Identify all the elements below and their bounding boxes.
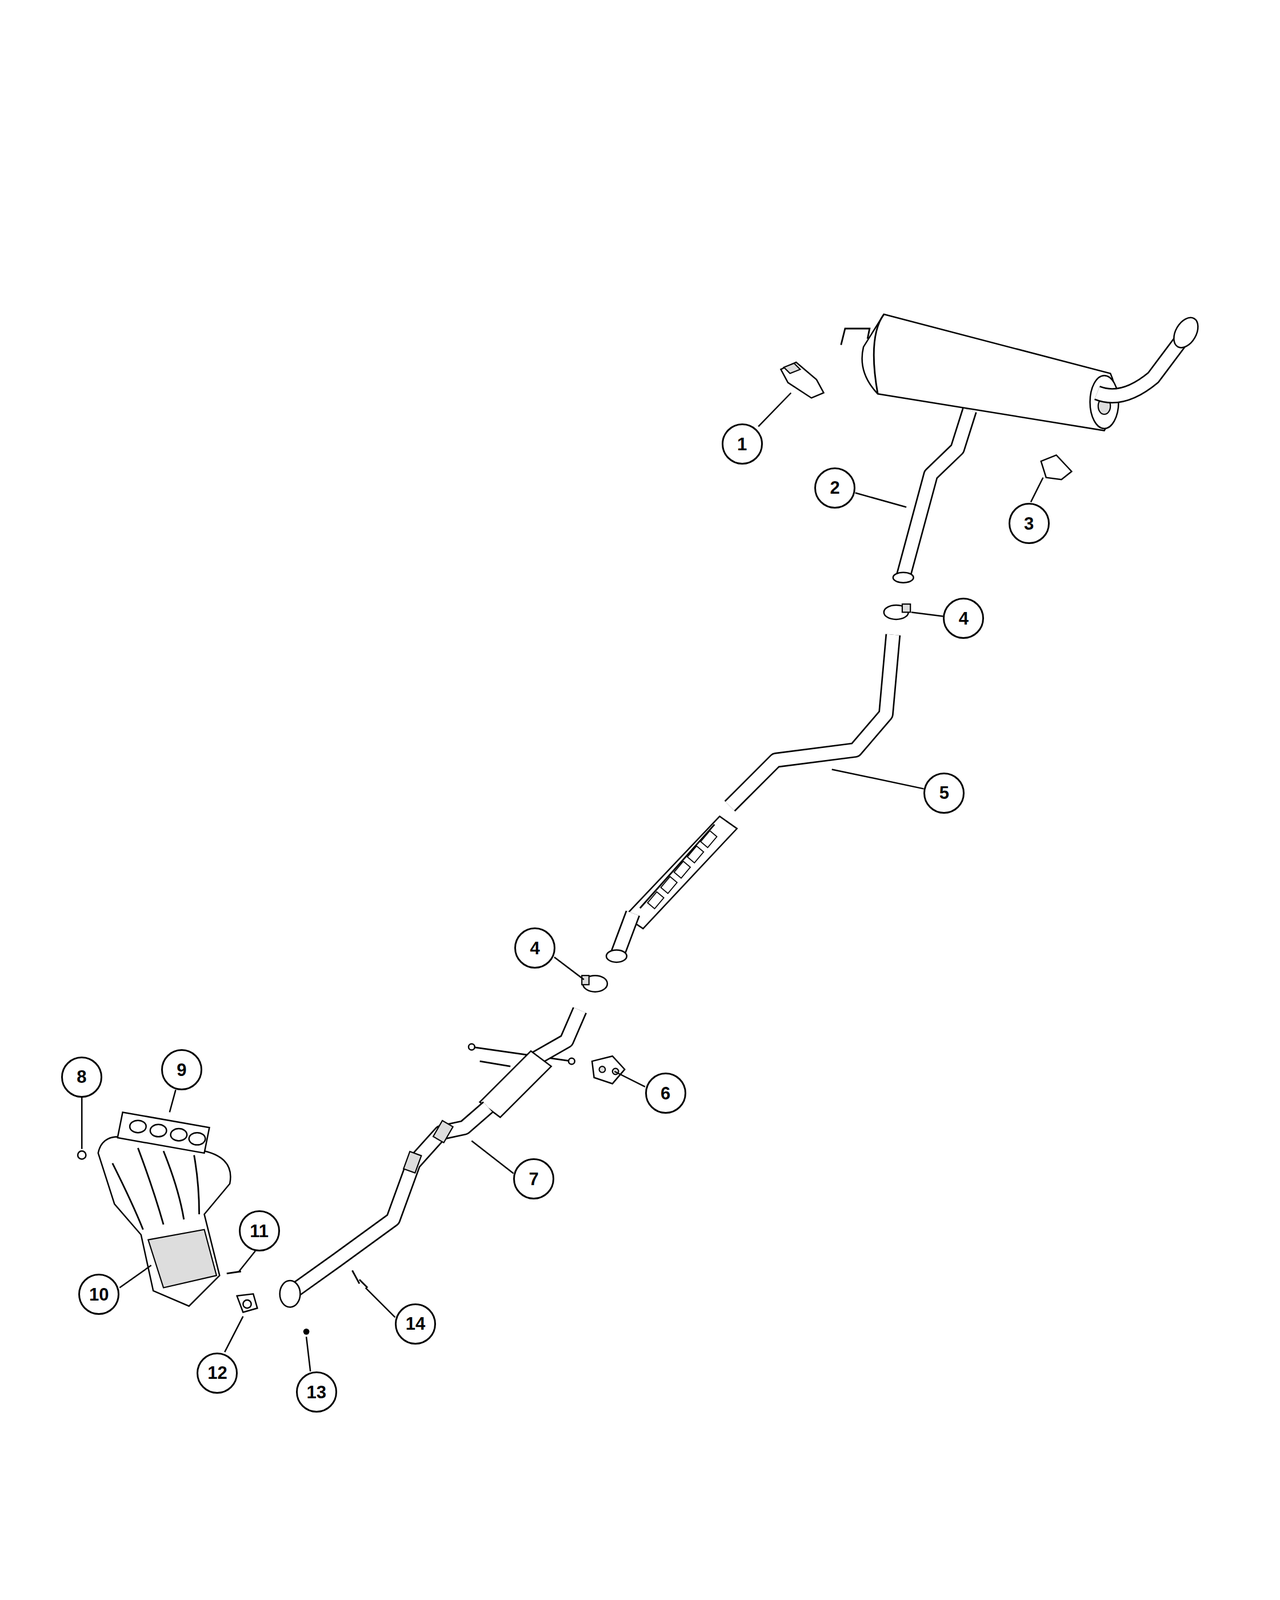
small-fasteners <box>77 1150 368 1335</box>
callout-circle: 9 <box>161 1049 203 1091</box>
hanger-3 <box>1041 454 1072 480</box>
callout-number: 10 <box>89 1285 109 1304</box>
hanger-1 <box>780 362 824 399</box>
callout-number: 11 <box>249 1222 269 1240</box>
manifold-10 <box>98 1136 231 1306</box>
callout-number: 4 <box>958 609 969 628</box>
callout-number: 7 <box>529 1170 539 1188</box>
resonator-pipe-5 <box>606 634 894 963</box>
gasket-9 <box>117 1112 210 1153</box>
callout-number: 4 <box>529 939 540 958</box>
callout-number: 2 <box>830 478 840 497</box>
clamp-lower <box>581 975 608 992</box>
tailpipe-2 <box>893 410 970 583</box>
callout-circle: 14 <box>394 1303 436 1345</box>
front-pipe-7 <box>280 1010 580 1308</box>
hanger-6 <box>592 1056 625 1084</box>
callout-circle: 11 <box>238 1210 280 1252</box>
callout-circle: 4 <box>942 597 984 639</box>
callout-number: 1 <box>737 435 747 454</box>
callout-number: 5 <box>939 784 950 802</box>
muffler <box>841 313 1203 431</box>
callout-circle: 6 <box>645 1072 687 1114</box>
callout-number: 13 <box>306 1383 326 1402</box>
callout-number: 6 <box>660 1084 671 1103</box>
clamp-upper <box>884 604 911 620</box>
callout-circle: 7 <box>513 1158 555 1200</box>
callout-circle: 10 <box>78 1273 120 1315</box>
callout-number: 9 <box>176 1061 187 1079</box>
callout-number: 8 <box>76 1068 87 1086</box>
callout-number: 3 <box>1024 514 1034 533</box>
callout-circle: 1 <box>721 423 763 465</box>
leader-lines <box>81 393 1043 1372</box>
callout-circle: 5 <box>923 772 965 814</box>
callout-circle: 12 <box>196 1352 238 1394</box>
callout-number: 12 <box>207 1364 227 1382</box>
callout-circle: 3 <box>1008 502 1050 544</box>
callout-circle: 4 <box>514 927 556 969</box>
callout-circle: 13 <box>296 1371 338 1413</box>
callout-number: 14 <box>405 1314 426 1333</box>
callout-circle: 8 <box>61 1056 103 1098</box>
callout-circle: 2 <box>814 467 856 509</box>
